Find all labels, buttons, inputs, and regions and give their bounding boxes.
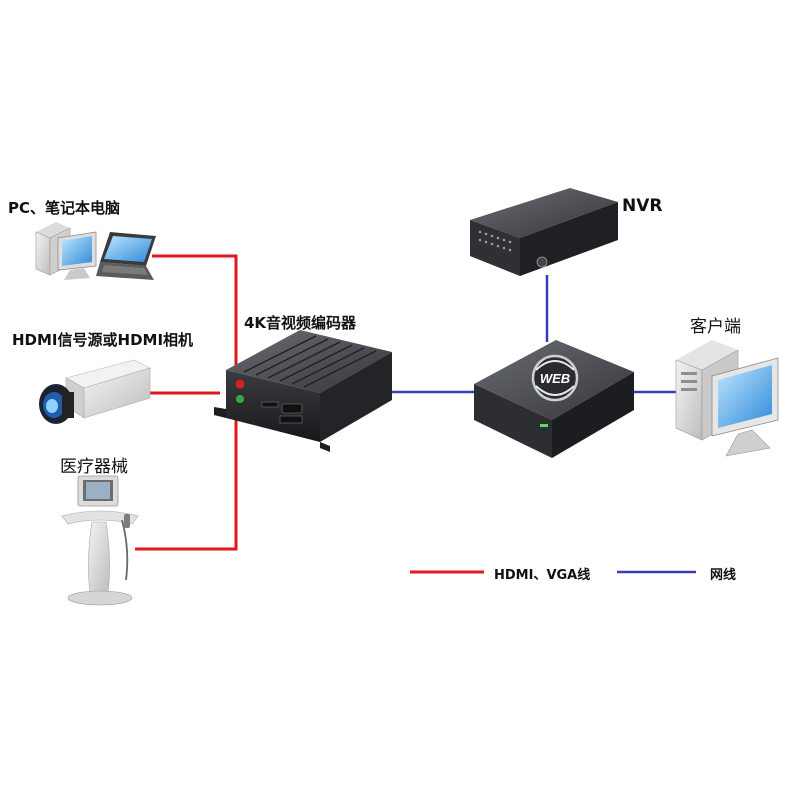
client-pc-icon — [675, 340, 779, 457]
hdmi-lines — [135, 254, 238, 551]
web-badge-text: WEB — [540, 371, 570, 386]
label-pc: PC、笔记本电脑 — [8, 199, 121, 217]
label-medical: 医疗器械 — [60, 457, 128, 477]
legend-hdmi-label: HDMI、VGA线 — [494, 568, 591, 583]
label-hdmi-source: HDMI信号源或HDMI相机 — [12, 331, 194, 349]
label-encoder: 4K音视频编码器 — [244, 314, 357, 332]
label-nvr: NVR — [622, 196, 663, 216]
medical-device-icon — [61, 475, 139, 606]
hdmi-line-pc — [152, 254, 238, 375]
camera-icon — [39, 359, 151, 424]
nvr-recorder-icon — [470, 188, 618, 276]
web-server-icon: WEB — [474, 340, 634, 458]
pc-laptop-icon — [35, 222, 156, 280]
legend-network-label: 网线 — [710, 568, 737, 583]
label-client: 客户端 — [690, 317, 741, 337]
hdmi-line-medical — [135, 395, 238, 551]
encoder-box-icon — [214, 330, 392, 452]
